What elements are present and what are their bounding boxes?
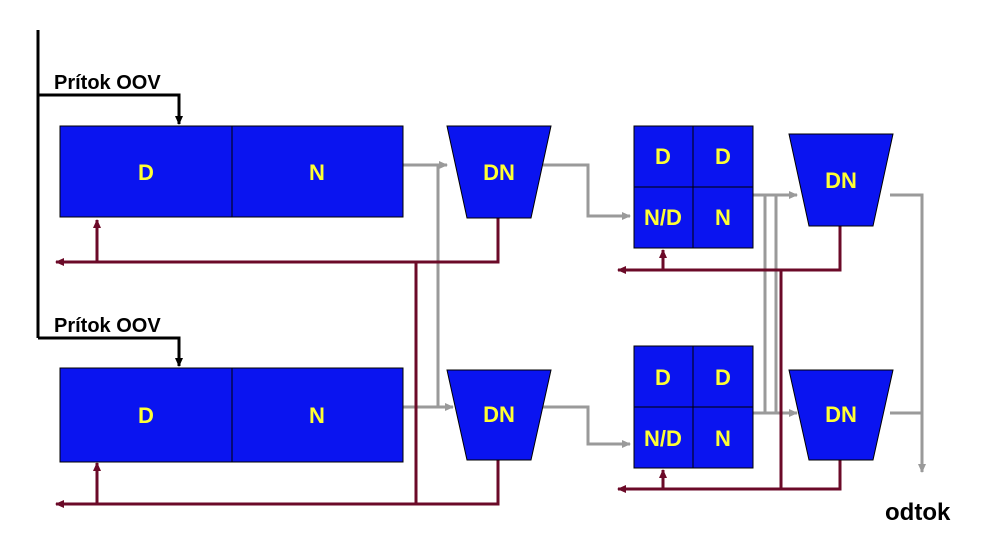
line1-tank-d <box>59 125 233 218</box>
stage2-bottom-clarifier-label: DN <box>825 402 857 427</box>
stage2-top-cell-tr-label: D <box>715 144 731 169</box>
stage2-top-cell-tl-label: D <box>655 144 671 169</box>
return-sludge-lines <box>55 218 842 508</box>
outflow-label: odtok <box>885 499 951 526</box>
line1-tank-n <box>231 125 404 218</box>
line1-activation-tank: D N <box>59 125 404 218</box>
stage2-top-cell-tl <box>633 125 694 188</box>
stage2-bottom-cell-br <box>692 406 754 469</box>
line1-clarifier: DN <box>446 125 552 219</box>
stage2-top-cell-tr <box>692 125 754 188</box>
stage2-bottom-cell-bl <box>633 406 694 469</box>
stage2-bottom-cell-br-label: N <box>715 426 731 451</box>
line1-tank-d-label: D <box>138 160 154 185</box>
stage2-top-cell-bl <box>633 186 694 249</box>
stage2-bottom-cell-tl-label: D <box>655 365 671 390</box>
stage2-top-cell-br-label: N <box>715 205 731 230</box>
process-flow-lines <box>403 161 926 473</box>
line1-clarifier-label: DN <box>483 160 515 185</box>
line2-clarifier: DN <box>446 369 552 461</box>
stage2-top-cell-bl-label: N/D <box>644 205 682 230</box>
inflow-feed-lines <box>36 30 183 367</box>
line2-tank-n <box>231 367 404 463</box>
stage2-bottom-cell-tr-label: D <box>715 365 731 390</box>
line2-tank-d-label: D <box>138 403 154 428</box>
inflow-label-bottom: Prítok OOV <box>54 315 161 337</box>
stage2-bottom-clarifier: DN <box>788 369 894 461</box>
stage2-bottom-tank: D D N/D N <box>633 345 754 469</box>
line2-tank-d <box>59 367 233 463</box>
stage2-top-tank: D D N/D N <box>633 125 754 249</box>
line2-clarifier-label: DN <box>483 402 515 427</box>
line2-tank-n-label: N <box>309 403 325 428</box>
stage2-top-clarifier: DN <box>788 133 894 227</box>
line1-tank-n-label: N <box>309 160 325 185</box>
stage2-bottom-cell-bl-label: N/D <box>644 426 682 451</box>
stage2-top-cell-br <box>692 186 754 249</box>
stage2-top-clarifier-label: DN <box>825 168 857 193</box>
line2-activation-tank: D N <box>59 367 404 463</box>
inflow-label-top: Prítok OOV <box>54 72 161 94</box>
